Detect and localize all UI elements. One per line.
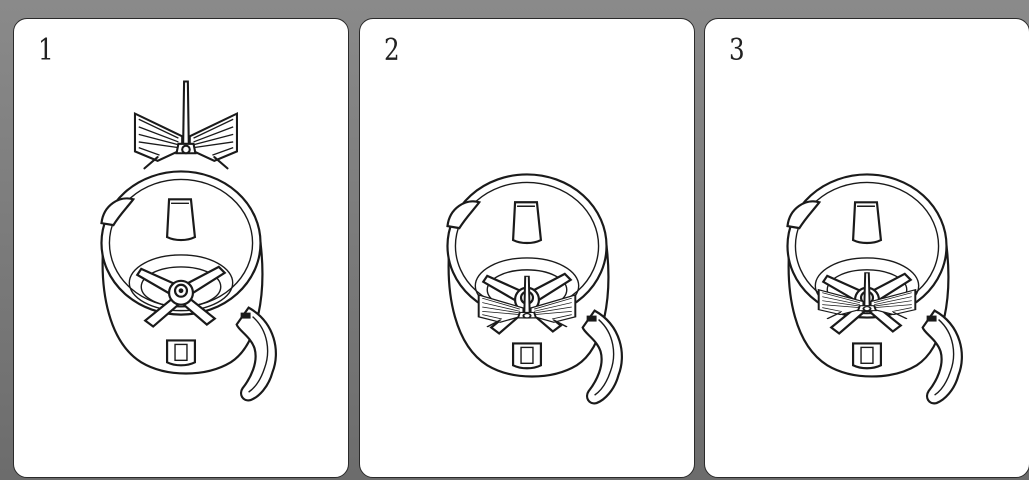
step-panel-1: 1: [13, 18, 349, 478]
step-panel-3: 3: [704, 18, 1029, 478]
jug-with-whisk-attachment-seated-icon: [705, 19, 1029, 477]
step-panel-2: 2: [359, 18, 695, 478]
jug-with-blade-and-separate-whisk-attachment-icon: [14, 19, 348, 477]
jug-with-whisk-attachment-fitted-icon: [360, 19, 694, 477]
